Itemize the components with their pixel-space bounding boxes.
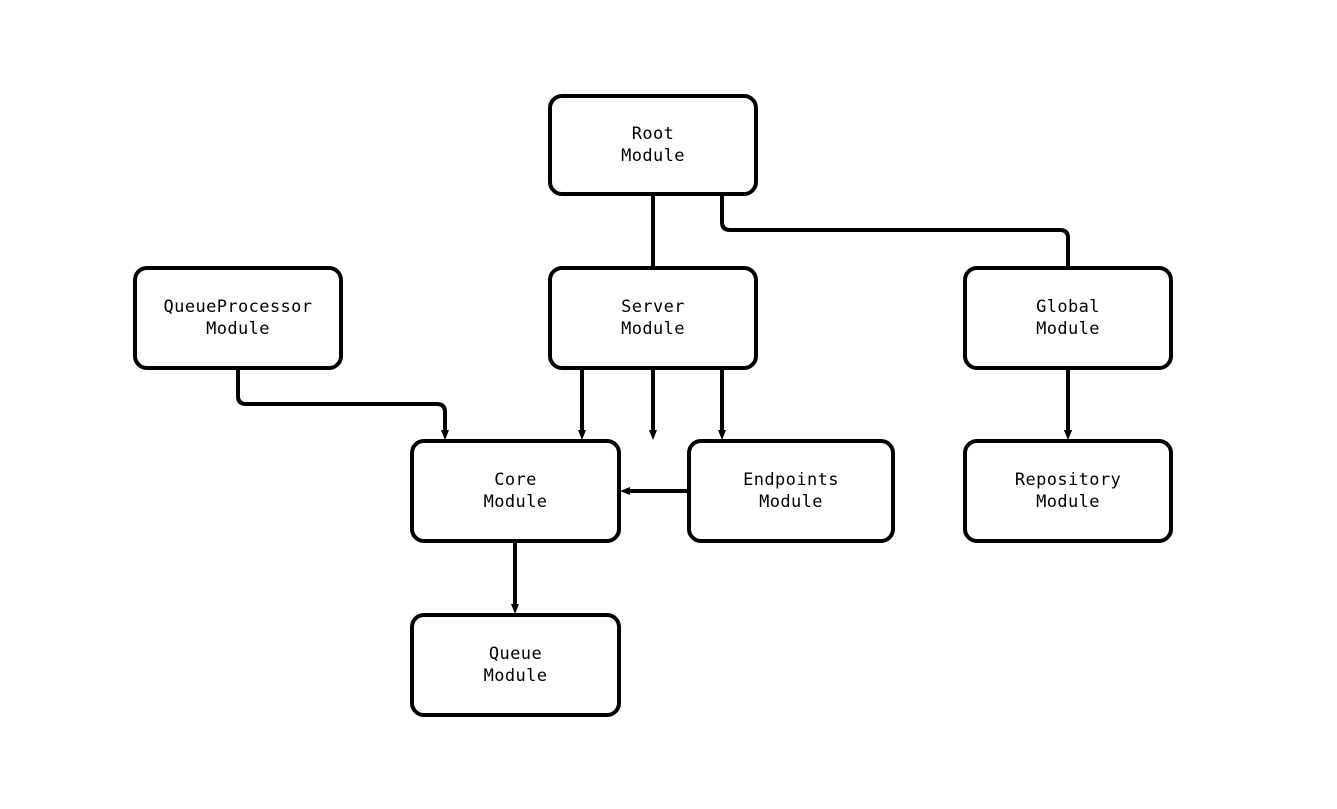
node-label-line2: Module [759, 492, 823, 512]
node-label-line2: Module [1036, 492, 1100, 512]
node-label-line1: Core [494, 470, 537, 490]
node-label-line1: Global [1036, 297, 1100, 317]
node-label-line1: Endpoints [743, 470, 839, 490]
node-label-line1: Repository [1014, 470, 1122, 490]
node-label-line2: Module [483, 492, 548, 512]
node-label-line1: QueueProcessor [163, 297, 313, 317]
node-label-line2: Module [206, 319, 270, 339]
node-label-line1: Server [621, 297, 685, 317]
edge-queueprocessor-to-core [236, 370, 449, 440]
edges-group [236, 196, 1072, 614]
node-label-line2: Module [483, 666, 548, 686]
node-label-line2: Module [1036, 319, 1100, 339]
node-label-line2: Module [621, 319, 685, 339]
node-label-line1: Root [631, 124, 675, 144]
node-label-line1: Queue [488, 644, 543, 664]
node-label-line2: Module [621, 146, 685, 166]
